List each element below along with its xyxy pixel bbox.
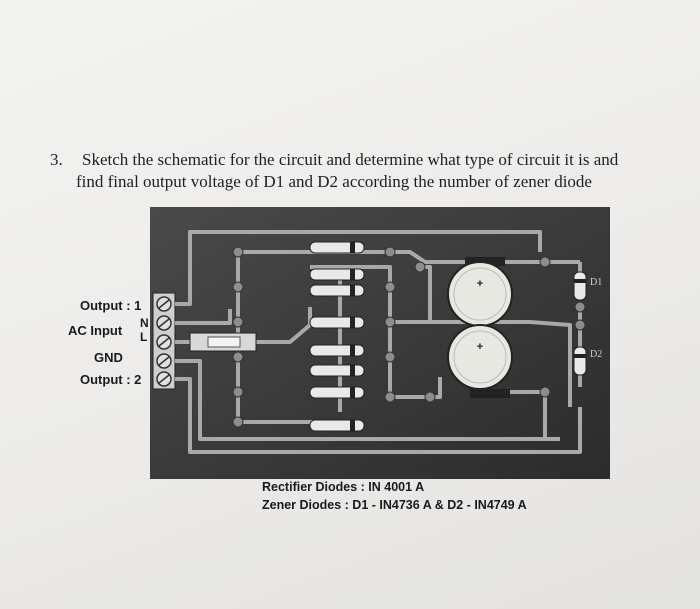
gnd-label: GND (94, 350, 123, 365)
electrolytic-capacitor-2 (447, 324, 513, 390)
rectifier-diodes-note: Rectifier Diodes : IN 4001 A (262, 480, 425, 494)
output1-label: Output : 1 (80, 298, 142, 313)
output2-label: Output : 2 (80, 372, 142, 387)
d1-label: D1 (590, 277, 602, 288)
pcb-board-image: + + D1 D2 (150, 207, 610, 479)
question-number: 3. (50, 150, 63, 169)
question-text-line1: Sketch the schematic for the circuit and… (82, 150, 619, 169)
solder-pads (232, 246, 586, 428)
d2-label: D2 (590, 349, 602, 360)
cap2-plus: + (477, 341, 483, 353)
line-label: L (140, 330, 148, 344)
screw-terminal-block (152, 292, 176, 390)
fuse-holder (189, 332, 257, 352)
electrolytic-capacitor-1 (447, 261, 513, 327)
rectifier-diodes (309, 241, 365, 432)
ac-input-label: AC Input (68, 323, 123, 338)
neutral-label: N (140, 316, 149, 330)
zener-diodes-note: Zener Diodes : D1 - IN4736 A & D2 - IN47… (262, 498, 527, 512)
cap1-plus: + (477, 278, 483, 290)
zener-diode-d1 (573, 271, 587, 301)
zener-diode-d2 (573, 346, 587, 376)
question-text-line2: find final output voltage of D1 and D2 a… (76, 172, 592, 191)
